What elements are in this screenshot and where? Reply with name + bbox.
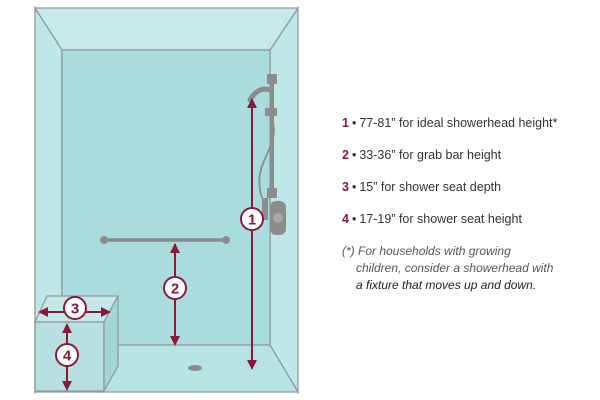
footnote-line: children, consider a showerhead with xyxy=(356,261,554,275)
shower-diagram: 1 2 3 4 xyxy=(33,5,300,395)
right-wall xyxy=(269,5,299,395)
badge-3: 3 xyxy=(63,296,87,320)
footnote-line: a fixture that moves up and down. xyxy=(356,278,537,292)
svg-text:4: 4 xyxy=(63,348,72,365)
footnote-line: (*) For households with growing xyxy=(342,244,511,258)
badge-4: 4 xyxy=(55,343,79,367)
badge-1: 1 xyxy=(240,207,264,231)
shower-valve-icon xyxy=(262,198,286,235)
legend-bullet: • xyxy=(351,148,357,162)
legend-item-grab-bar-height: 2•33-36” for grab bar height xyxy=(342,148,501,162)
badge-2: 2 xyxy=(163,276,187,300)
legend-item-showerhead-height: 1•77-81” for ideal showerhead height* xyxy=(342,116,557,130)
shower-seat xyxy=(33,295,120,394)
handheld-showerhead-icon xyxy=(247,74,277,199)
ceiling xyxy=(33,7,300,51)
legend-item-seat-depth: 3•15” for shower seat depth xyxy=(342,180,501,194)
legend-bullet: • xyxy=(351,212,357,226)
legend-number: 4 xyxy=(342,212,349,226)
svg-text:3: 3 xyxy=(71,301,79,318)
footnote: (*) For households with growing children… xyxy=(342,243,582,294)
floor-drain-icon xyxy=(188,365,202,371)
svg-text:2: 2 xyxy=(171,281,179,298)
grab-bar xyxy=(100,236,230,244)
legend-item-seat-height: 4•17-19” for shower seat height xyxy=(342,212,522,226)
legend-text: 77-81” for ideal showerhead height* xyxy=(359,116,558,130)
legend-text: 15” for shower seat depth xyxy=(359,180,502,194)
legend-bullet: • xyxy=(351,116,357,130)
svg-text:1: 1 xyxy=(248,212,256,229)
legend-number: 3 xyxy=(342,180,349,194)
legend-text: 17-19” for shower seat height xyxy=(359,212,522,226)
legend-number: 1 xyxy=(342,116,349,130)
measurement-showerhead-height xyxy=(247,98,257,370)
legend-number: 2 xyxy=(342,148,349,162)
legend-text: 33-36” for grab bar height xyxy=(359,148,502,162)
legend-bullet: • xyxy=(351,180,357,194)
